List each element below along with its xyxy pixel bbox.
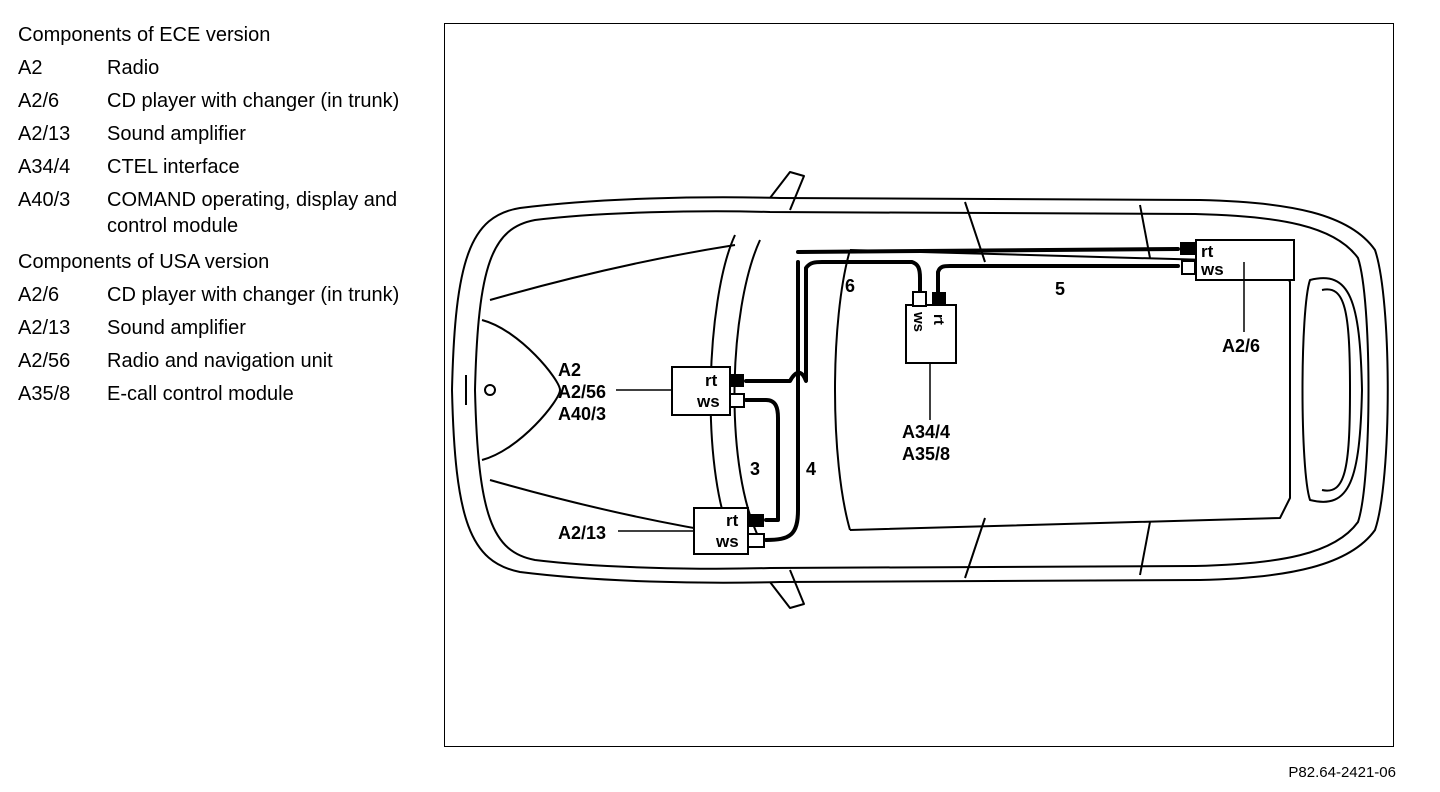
legend-text: Sound amplifier (107, 317, 246, 339)
connector-ws-head (729, 393, 745, 408)
legend-code: A34/4 (18, 156, 71, 178)
legend-code: A2/56 (18, 350, 71, 372)
ctel-unit: ws rt A34/4 A35/8 (902, 291, 957, 464)
wire-5 (936, 264, 1180, 294)
wire-label-6: 6 (845, 276, 855, 296)
legend-item: A40/3 COMAND operating, display and contr… (18, 187, 438, 239)
connector-ws-amp (747, 533, 765, 548)
legend-item: A2/13 Sound amplifier (18, 121, 438, 147)
legend-text: Sound amplifier (107, 123, 246, 145)
legend-code: A2/6 (18, 284, 60, 306)
wire-label-5: 5 (1055, 279, 1065, 299)
conn-label-rt: rt (705, 371, 718, 390)
unit-label-a40-3: A40/3 (558, 404, 606, 424)
conn-label-ws: ws (910, 311, 927, 332)
legend-code: A2/13 (18, 123, 71, 145)
conn-label-rt: rt (930, 314, 947, 325)
legend-item: A2/13 Sound amplifier (18, 315, 438, 341)
wire-label-4: 4 (806, 459, 816, 479)
legend-code: A40/3 (18, 189, 71, 211)
connector-rt-amp (748, 514, 764, 527)
wire-3 (744, 398, 780, 522)
unit-label-a35-8: A35/8 (902, 444, 950, 464)
legend-text: CD player with changer (in trunk) (107, 90, 400, 112)
connector-ws-cd (1181, 260, 1196, 275)
unit-label-a2-13: A2/13 (558, 523, 606, 543)
figure-reference: P82.64-2421-06 (1288, 764, 1396, 781)
legend-item: A35/8 E-call control module (18, 381, 438, 407)
wire-label-3: 3 (750, 459, 760, 479)
unit-label-a34-4: A34/4 (902, 422, 950, 442)
amplifier-unit: rt ws A2/13 (558, 507, 765, 555)
unit-label-a2-6: A2/6 (1222, 336, 1260, 356)
legend-text: Radio and navigation unit (107, 350, 333, 372)
legend-text: E-call control module (107, 383, 294, 405)
legend-code: A2/13 (18, 317, 71, 339)
connector-rt-head (730, 374, 744, 387)
conn-label-ws: ws (715, 532, 739, 551)
conn-label-rt: rt (1201, 242, 1214, 261)
diagram-frame (444, 23, 1394, 747)
legend-code: A2 (18, 57, 43, 79)
unit-label-a2: A2 (558, 360, 581, 380)
legend-text: COMAND operating, display and control mo… (107, 189, 398, 237)
legend-code: A35/8 (18, 383, 71, 405)
wire-4-red (744, 260, 922, 383)
conn-label-ws: ws (1200, 260, 1224, 279)
legend-item: A2/6 CD player with changer (in trunk) (18, 88, 438, 114)
conn-label-ws: ws (696, 392, 720, 411)
legend-text: Radio (107, 57, 160, 79)
connector-rt-cd (1180, 242, 1195, 255)
wiring-harness (744, 247, 1180, 542)
legend-item: A2/6 CD player with changer (in trunk) (18, 282, 438, 308)
legend-item: A34/4 CTEL interface (18, 154, 438, 180)
legend-item: A2 Radio (18, 55, 438, 81)
wire-4-main (764, 260, 800, 542)
legend-text: CTEL interface (107, 156, 240, 178)
ece-heading: Components of ECE version (18, 24, 271, 46)
connector-rt-ctel (932, 292, 946, 306)
usa-heading: Components of USA version (18, 251, 270, 273)
connector-ws-ctel (912, 291, 927, 307)
head-unit: rt ws A2 A2/56 A40/3 (558, 360, 745, 424)
conn-label-rt: rt (726, 511, 739, 530)
cd-changer-unit: rt ws A2/6 (1180, 239, 1295, 356)
wire-main-rear (796, 247, 1180, 254)
legend-item: A2/56 Radio and navigation unit (18, 348, 438, 374)
legend-text: CD player with changer (in trunk) (107, 284, 400, 306)
unit-label-a2-56: A2/56 (558, 382, 606, 402)
legend-code: A2/6 (18, 90, 60, 112)
